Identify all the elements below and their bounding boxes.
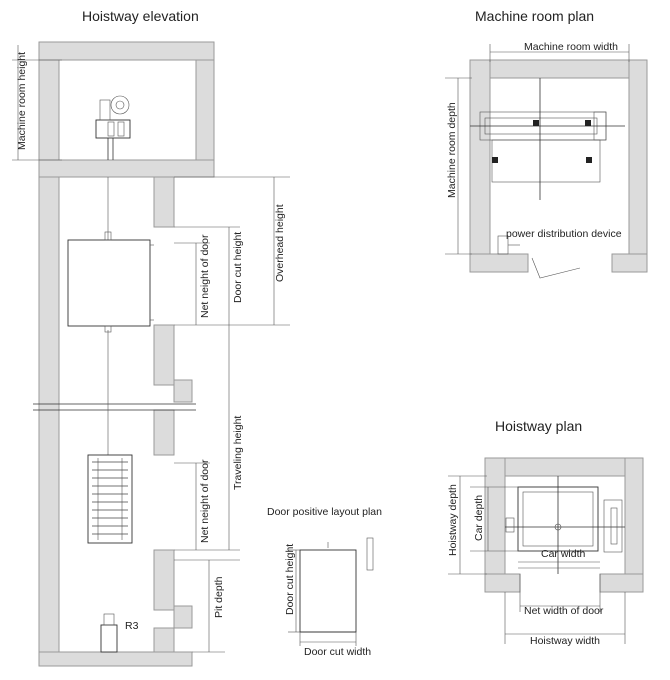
net-width-of-door-dimension: [519, 574, 601, 612]
machine-room-depth-label: Machine room depth: [446, 102, 458, 198]
pit-depth-label: Pit depth: [213, 576, 225, 618]
machine-room-width-label: Machine room width: [524, 41, 618, 53]
machine-room-height-dimension: [12, 45, 62, 161]
machine-room-plan-title: Machine room plan: [475, 8, 594, 24]
door-layout-drawing: [288, 537, 374, 646]
pit-depth-dimension: [174, 559, 240, 653]
door-cut-width-label: Door cut width: [304, 646, 371, 658]
shaft-break-lines: [33, 403, 196, 411]
upper-door-dimensions: [174, 226, 240, 325]
net-width-of-door-label: Net width of door: [524, 605, 604, 617]
hoistway-depth-dimension: [448, 475, 487, 575]
upper-net-door-height-label: Net neight of door: [199, 234, 211, 318]
power-distribution-device-icon: [497, 235, 581, 279]
machine-room-equipment: [470, 78, 625, 200]
car-depth-dimension: [470, 486, 520, 552]
hoistway-plan-car: [505, 476, 625, 574]
elevator-car: [67, 231, 154, 333]
counterweight: [87, 454, 133, 544]
hoistway-elevation-walls: [38, 41, 215, 667]
lower-net-door-height-label: Net neight of door: [199, 459, 211, 543]
machine-room-height-label: Machine room height: [16, 52, 28, 150]
overhead-height-dimension: [174, 176, 290, 326]
hoistway-elevation-title: Hoistway elevation: [82, 8, 199, 24]
hoistway-depth-label: Hoistway depth: [447, 484, 459, 556]
traction-machine-icon: [95, 95, 131, 160]
door-cut-height-label: Door cut height: [232, 232, 244, 303]
lower-door-dimensions: [174, 462, 210, 550]
r3-label: R3: [125, 620, 139, 632]
overhead-height-label: Overhead height: [274, 204, 286, 282]
car-depth-label: Car depth: [473, 495, 485, 541]
car-width-label: Car width: [541, 548, 586, 560]
traveling-height-dimension: [174, 325, 240, 551]
hoistway-plan-title: Hoistway plan: [495, 418, 582, 434]
hoistway-width-label: Hoistway width: [530, 635, 600, 647]
door-layout-door-cut-height-label: Door cut height: [284, 544, 296, 615]
machine-room-depth-dimension: [445, 77, 472, 255]
door-positive-layout-plan-title: Door positive layout plan: [267, 506, 382, 518]
machine-room-width-dimension: [489, 44, 630, 62]
pit-buffer-icon: [100, 613, 118, 653]
hoistway-plan-walls: [484, 457, 644, 593]
power-distribution-device-label: power distribution device: [506, 228, 622, 240]
traveling-height-label: Traveling height: [232, 416, 244, 490]
hoistway-width-dimension: [504, 592, 626, 644]
machine-room-walls: [469, 59, 648, 273]
